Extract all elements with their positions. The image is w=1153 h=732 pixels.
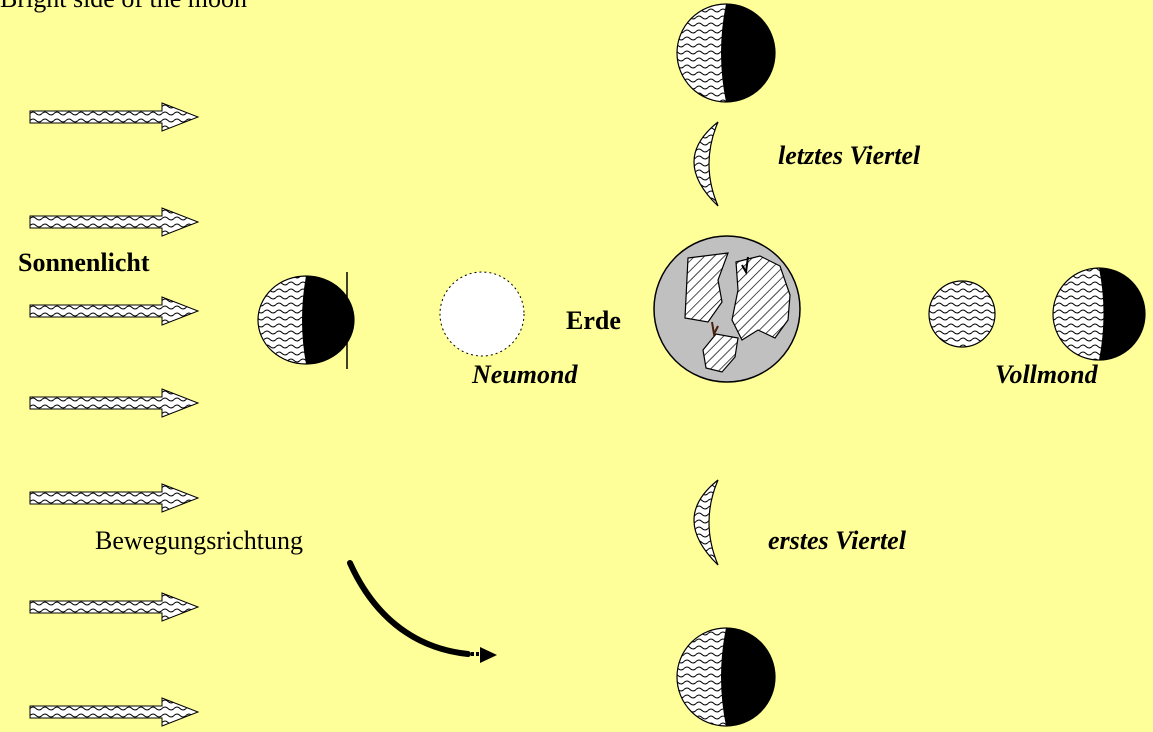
- direction-label: Bewegungsrichtung: [95, 526, 303, 556]
- moon-first-quarter-crescent: [694, 480, 718, 565]
- direction-arrow: [350, 563, 497, 663]
- new-moon-circle: [440, 272, 524, 356]
- full-moon-circle: [929, 281, 995, 347]
- moon-top: [677, 4, 775, 102]
- moon-right: [1053, 268, 1145, 360]
- full-moon-label: Vollmond: [995, 360, 1098, 390]
- earth-label: Erde: [566, 306, 621, 336]
- first-quarter-label: erstes Viertel: [768, 526, 906, 556]
- moon-left: [258, 272, 354, 369]
- top-text: Bright side of the moon: [0, 0, 247, 14]
- sunlight-label: Sonnenlicht: [18, 248, 150, 278]
- last-quarter-label: letztes Viertel: [778, 141, 920, 171]
- sunlight-arrow: [30, 389, 198, 417]
- sunlight-arrow: [30, 484, 198, 512]
- moon-bottom: [677, 628, 775, 726]
- new-moon-label: Neumond: [472, 360, 577, 390]
- sunlight-arrow: [30, 698, 198, 726]
- sunlight-arrow: [30, 208, 198, 236]
- sunlight-arrow: [30, 297, 198, 325]
- moon-last-quarter-crescent: [694, 122, 718, 206]
- sunlight-arrow: [30, 593, 198, 621]
- sunlight-arrows: [30, 103, 198, 726]
- earth: [654, 236, 800, 382]
- sunlight-arrow: [30, 103, 198, 131]
